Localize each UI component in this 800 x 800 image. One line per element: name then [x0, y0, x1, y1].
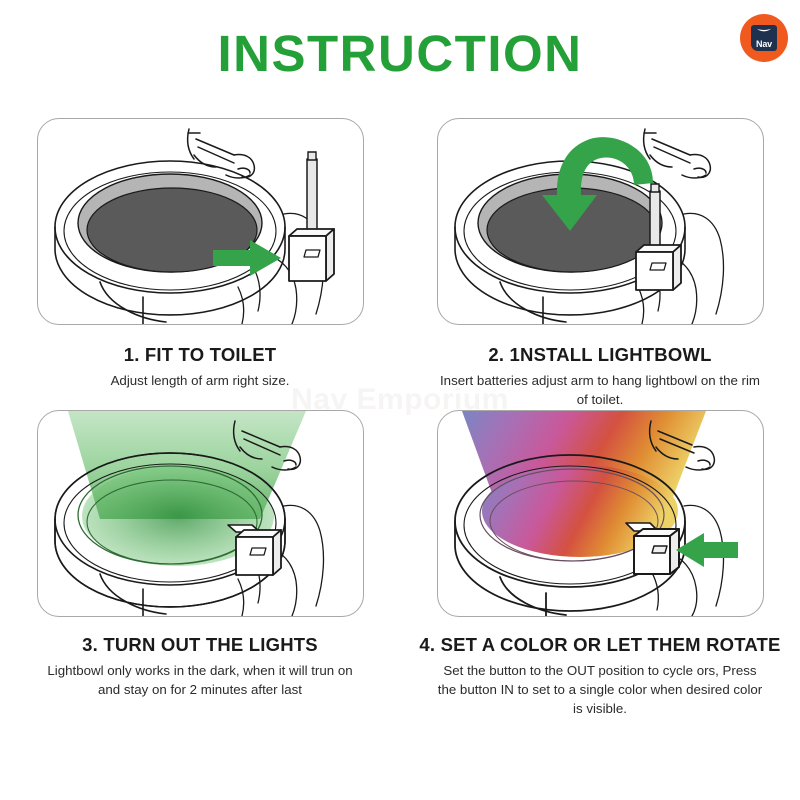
step-2-illustration-panel	[436, 118, 764, 325]
green-curved-down-arrow-icon	[541, 137, 653, 231]
step-1-title: 1. FIT TO TOILET	[123, 344, 277, 365]
instruction-step-1: 1. FIT TO TOILET Adjust length of arm ri…	[0, 118, 400, 410]
lightbowl-device-step3	[226, 524, 282, 576]
page-title: INSTRUCTION	[217, 25, 583, 82]
lightbowl-device-step1	[287, 151, 335, 282]
step-3-description: Lightbowl only works in the dark, when i…	[47, 663, 353, 698]
instruction-step-3: 3. TURN OUT THE LIGHTS Lightbowl only wo…	[0, 410, 400, 719]
brand-logo-text: Nav	[756, 39, 772, 49]
brand-logo: Nav	[740, 14, 788, 62]
lightbowl-device-step4	[624, 522, 680, 576]
green-left-arrow-icon	[212, 240, 281, 276]
toilet-rainbow-light-diagram	[453, 411, 738, 617]
lightbowl-device-step2	[634, 183, 682, 291]
instruction-step-4: 4. SET A COLOR OR LET THEM ROTATE Set th…	[400, 410, 800, 719]
step-1-description: Adjust length of arm right size.	[110, 373, 290, 389]
step-2-description: Insert batteries adjust arm to hang ligh…	[439, 373, 761, 408]
instruction-step-2: 2. 1NSTALL LIGHTBOWL Insert batteries ad…	[400, 118, 800, 410]
brand-swoosh-icon	[757, 28, 771, 32]
device-button	[650, 545, 668, 554]
step-4-title: 4. SET A COLOR OR LET THEM ROTATE	[419, 634, 781, 656]
step-1-illustration-panel	[36, 118, 364, 325]
step-4-illustration-panel	[436, 410, 764, 618]
step-2-title: 2. 1NSTALL LIGHTBOWL	[488, 344, 712, 365]
step-4-description: Set the button to the OUT position to cy…	[437, 663, 763, 717]
step-3-title: 3. TURN OUT THE LIGHTS	[82, 634, 318, 656]
green-left-arrow-icon	[675, 533, 738, 568]
toilet-install-diagram	[453, 128, 724, 324]
instruction-steps-grid: 1. FIT TO TOILET Adjust length of arm ri…	[0, 118, 800, 719]
step-3-illustration-panel	[36, 410, 364, 618]
brand-logo-mark: Nav	[751, 25, 777, 51]
toilet-fit-diagram	[53, 128, 335, 324]
toilet-dark-green-light-diagram	[53, 411, 324, 617]
